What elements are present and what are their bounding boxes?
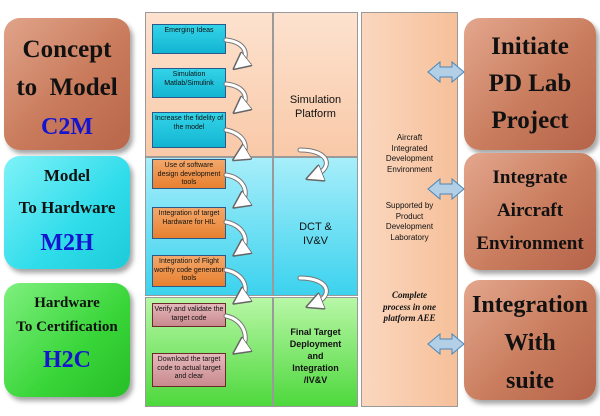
- aee-line: Environment: [387, 164, 432, 174]
- aee-line: Product: [395, 211, 424, 221]
- step-emerging-ideas: Emerging Ideas: [152, 24, 226, 54]
- box-line: Integration: [472, 292, 588, 318]
- middle-label-line: DCT &: [299, 221, 332, 233]
- box-line: To Hardware: [18, 198, 116, 217]
- middle-label-line: Final Target: [290, 327, 341, 337]
- curved-flow-arrow: [224, 314, 245, 349]
- aee-line: Laboratory: [390, 232, 429, 242]
- aee-line: Development: [385, 154, 434, 163]
- step-increase-fidelity: Increase the fidelity of the model: [152, 112, 226, 148]
- middle-label-line: /IV&V: [303, 375, 328, 385]
- box-line: Integrate: [492, 167, 568, 188]
- step-integration-target-hardware: Integration of target Hardware for HIL: [152, 207, 226, 239]
- aee-line: Supported by: [385, 201, 434, 210]
- box-line: Concept: [22, 36, 112, 63]
- box-line: PD Lab: [488, 70, 572, 97]
- double-arrow-icon: [427, 60, 465, 84]
- curved-flow-arrow: [224, 268, 245, 299]
- step-download-target-code: Download the target code to actual targe…: [152, 353, 226, 387]
- curved-flow-arrow: [224, 82, 245, 108]
- box-line: suite: [506, 368, 554, 394]
- double-arrow-icon: [427, 177, 465, 201]
- double-arrow-icon: [427, 332, 465, 356]
- curved-flow-arrow: [224, 173, 245, 203]
- aee-line: platform AEE: [383, 313, 436, 323]
- box-line: To Certification: [16, 319, 118, 335]
- curved-flow-arrow: [224, 38, 245, 64]
- curved-flow-arrow: [298, 276, 328, 304]
- box-line: to Model: [16, 74, 118, 101]
- phase-code-c2m: C2M: [41, 114, 93, 140]
- box-line: With: [504, 330, 556, 356]
- aee-line: Integrated: [391, 143, 428, 153]
- middle-label-line: Simulation: [289, 94, 342, 106]
- step-simulation-matlab: Simulation Matlab/Simulink: [152, 68, 226, 98]
- box-line: Environment: [476, 233, 584, 254]
- curved-flow-arrow: [224, 220, 245, 251]
- aee-line: Aircraft: [396, 133, 423, 142]
- aee-line: process in one: [382, 301, 436, 312]
- box-line: Model: [43, 166, 91, 185]
- hardware-to-certification-box: Hardware To Certification H2C: [4, 283, 130, 397]
- middle-label-line: Deployment: [289, 339, 342, 349]
- simulation-platform-panel: Simulation Platform: [273, 12, 358, 157]
- integrate-aircraft-box: Integrate Aircraft Environment: [464, 153, 596, 270]
- aee-line: Complete: [392, 290, 427, 300]
- middle-label-line: Integration: [292, 363, 339, 373]
- curved-flow-arrow: [298, 148, 328, 176]
- phase-code-m2h: M2H: [40, 230, 94, 256]
- phase-code-h2c: H2C: [43, 347, 91, 373]
- middle-label-line: and: [307, 351, 324, 361]
- initiate-pd-lab-box: Initiate PD Lab Project: [464, 18, 596, 150]
- model-to-hardware-box: Model To Hardware M2H: [4, 156, 130, 269]
- box-line: Initiate: [491, 33, 569, 60]
- aee-line: Development: [385, 222, 434, 231]
- step-flight-code-generator: Integration of Flight worthy code genera…: [152, 255, 226, 287]
- integration-with-suite-box: Integration With suite: [464, 280, 596, 400]
- middle-label-line: IV&V: [302, 235, 329, 247]
- box-line: Project: [491, 107, 569, 134]
- middle-label-line: Platform: [295, 108, 336, 120]
- step-verify-validate: Verify and validate the target code: [152, 303, 226, 327]
- box-line: Hardware: [34, 295, 100, 311]
- final-target-panel: Final Target Deployment and Integration …: [273, 297, 358, 407]
- curved-flow-arrow: [224, 128, 245, 156]
- concept-to-model-box: Concept to Model C2M: [4, 18, 130, 150]
- step-software-design-tools: Use of software design development tools: [152, 159, 226, 189]
- box-line: Aircraft: [496, 200, 564, 221]
